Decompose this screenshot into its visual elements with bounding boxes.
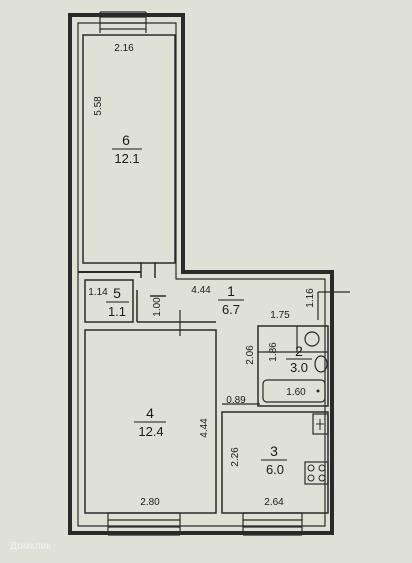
dim-bath-length: 2.06 xyxy=(245,345,256,365)
burner-icon xyxy=(318,464,326,472)
dim-passage-width: 0.89 xyxy=(226,395,246,406)
room-4-area: 12.4 xyxy=(138,424,163,439)
room-3-number: 3 xyxy=(270,443,278,459)
dim-room5-length: 1.00 xyxy=(152,297,163,317)
dim-room4-width: 2.80 xyxy=(140,497,160,508)
room-1-number: 1 xyxy=(227,283,235,299)
kitchen-sink-icon xyxy=(312,413,329,435)
burner-icon xyxy=(307,464,315,472)
dim-room6-length: 5.58 xyxy=(93,96,104,116)
dim-room6-width: 2.16 xyxy=(114,43,134,54)
dim-kitchen-width: 2.64 xyxy=(264,497,284,508)
dim-room5-width: 1.14 xyxy=(88,287,108,298)
room-5-number: 5 xyxy=(113,285,121,301)
dim-room4-length: 4.44 xyxy=(199,418,210,438)
stove-icon xyxy=(304,461,329,485)
dim-tub-length: 1.60 xyxy=(286,387,306,398)
dim-bath-width: 1.75 xyxy=(270,310,290,321)
room-2-number: 2 xyxy=(295,343,303,359)
room-2-area: 3.0 xyxy=(290,360,308,375)
window-top xyxy=(99,11,147,33)
room-3-area: 6.0 xyxy=(266,462,284,477)
dim-bath-inner: 1.86 xyxy=(268,342,279,362)
room-6-number: 6 xyxy=(122,132,130,148)
room-2-outline xyxy=(257,325,329,407)
bathtub-icon xyxy=(262,379,326,403)
room-4-number: 4 xyxy=(146,405,154,421)
bathtub-drain-icon xyxy=(316,389,320,393)
burner-icon xyxy=(318,474,326,482)
burner-icon xyxy=(307,474,315,482)
dim-hall-width: 4.44 xyxy=(191,285,211,296)
window-bottom-right xyxy=(242,512,303,536)
dim-kitchen-length: 2.26 xyxy=(230,447,241,467)
window-bottom-left xyxy=(107,512,181,536)
room-6-area: 12.1 xyxy=(114,151,139,166)
outer-wall xyxy=(68,13,334,535)
dim-hall-depth: 1.16 xyxy=(305,288,316,308)
room-5-outline xyxy=(84,279,134,323)
watermark-logo: Домклик xyxy=(10,541,52,552)
toilet-icon xyxy=(314,355,328,373)
inner-wall-line xyxy=(77,22,326,527)
room-5-area: 1.1 xyxy=(108,304,126,319)
sink-icon xyxy=(304,331,320,347)
room-6-outline xyxy=(82,34,176,264)
room-1-area: 6.7 xyxy=(222,302,240,317)
